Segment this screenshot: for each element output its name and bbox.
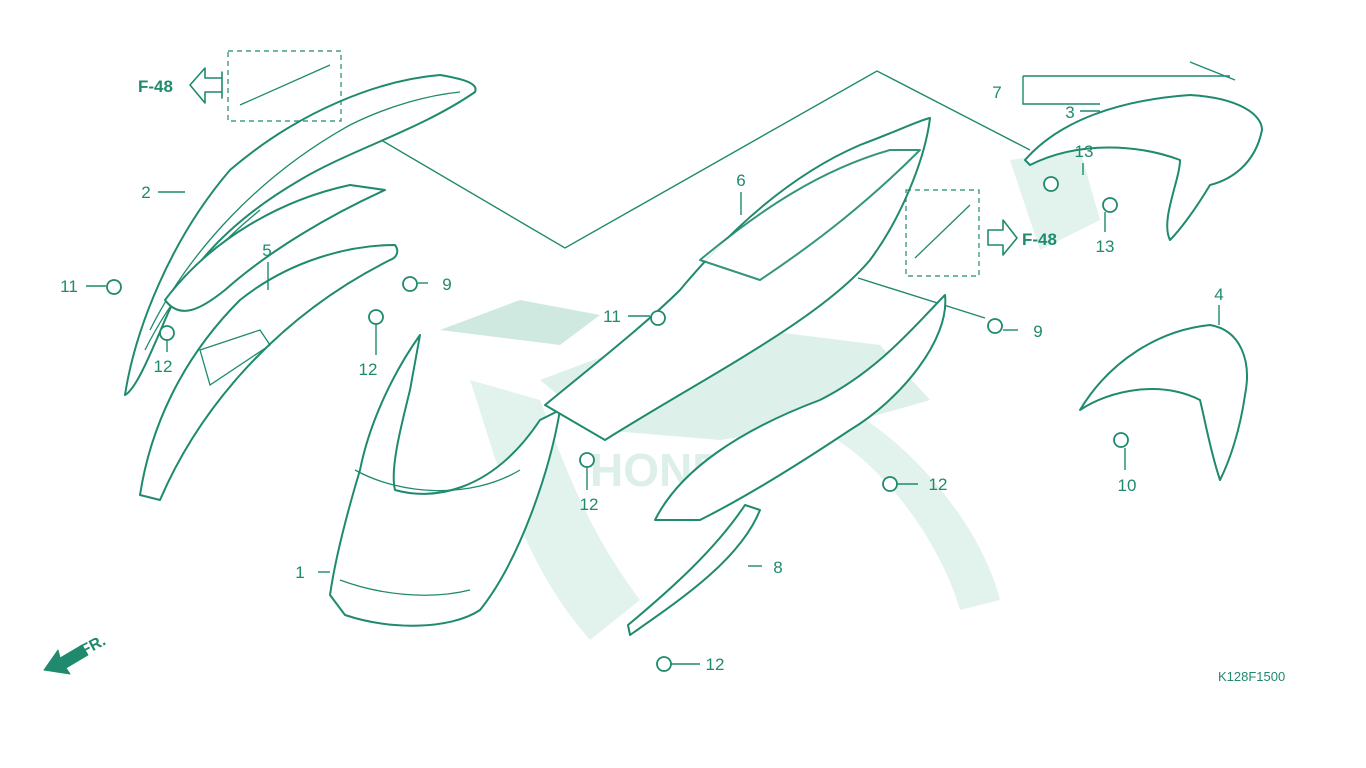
callout-13-b: 13 [1096,237,1115,256]
callout-10: 10 [1118,476,1137,495]
callout-numbers: 1 2 3 4 5 6 7 8 9 9 10 11 11 12 12 12 12… [60,83,1224,674]
bolt-13-a [1043,176,1059,192]
callout-leaders [86,110,1220,665]
callout-1: 1 [295,563,304,582]
callout-4: 4 [1214,285,1223,304]
part-6-center-cover[interactable] [544,117,931,441]
callout-7: 7 [992,83,1001,102]
callout-9-left: 9 [442,275,451,294]
callout-5: 5 [262,241,271,260]
callout-12-e: 12 [706,655,725,674]
part-5-inner-cover[interactable] [139,184,399,501]
clip-10 [1113,432,1129,448]
callout-12-b: 12 [359,360,378,379]
ref-arrow-left-label: F-48 [138,77,173,96]
part-3-rear-grip[interactable] [1024,61,1263,241]
callout-12-d: 12 [929,475,948,494]
callout-2: 2 [141,183,150,202]
screw-12-a [159,325,175,341]
callout-13-a: 13 [1075,142,1094,161]
ref-arrow-right-label: F-48 [1022,230,1057,249]
callout-12-c: 12 [580,495,599,514]
screw-12-b [368,309,384,325]
clip-9-left [402,276,418,292]
diagram-code: K128F1500 [1218,669,1285,684]
screw-12-d [882,476,898,492]
ref-arrow-left[interactable]: F-48 [138,67,223,104]
part-1-floor-panel[interactable] [329,334,561,627]
bolt-13-b [1102,197,1118,213]
screw-12-e [656,656,672,672]
clip-11-left [106,279,122,295]
front-direction-indicator: FR. [43,632,109,675]
callout-3: 3 [1065,103,1074,122]
detail-inset-boxes [227,50,980,277]
callout-11-left: 11 [60,277,78,296]
callout-9-right: 9 [1033,322,1042,341]
leader-lines [329,70,1230,319]
part-4-rear-fender[interactable] [1079,324,1248,481]
callout-11-center: 11 [603,307,621,326]
callout-8: 8 [773,558,782,577]
clip-11-center [650,310,666,326]
callout-6: 6 [736,171,745,190]
part-8-lower-cover[interactable] [627,294,947,636]
screw-12-c [579,452,595,468]
clip-9-right [987,318,1003,334]
ref-arrow-right[interactable]: F-48 [987,219,1057,256]
callout-12-a: 12 [154,357,173,376]
